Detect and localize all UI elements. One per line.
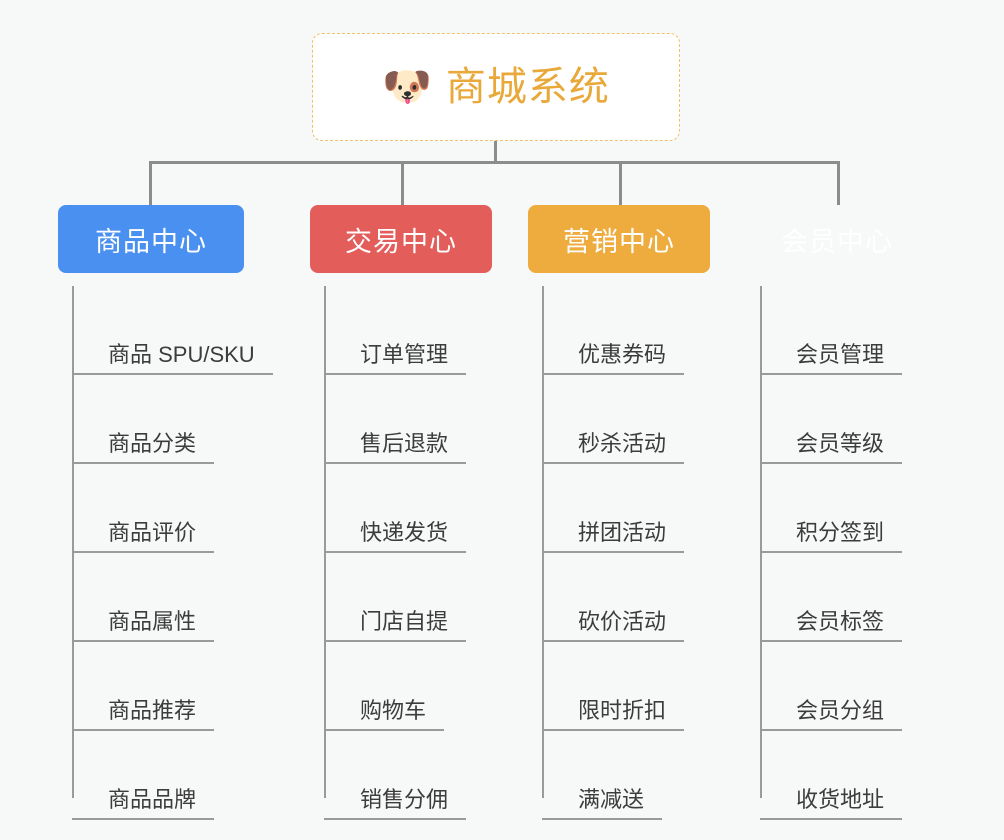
sub-item-label: 优惠券码: [542, 342, 685, 375]
connector-drop-3: [619, 161, 622, 205]
list-item[interactable]: 商品属性: [72, 553, 244, 642]
branch-header-3[interactable]: 营销中心: [528, 205, 710, 273]
connector-drop-1: [149, 161, 152, 205]
list-item[interactable]: 订单管理: [324, 286, 492, 375]
list-item[interactable]: 优惠券码: [542, 286, 710, 375]
list-item[interactable]: 砍价活动: [542, 553, 710, 642]
sub-item-label: 销售分佣: [324, 787, 467, 820]
sub-item-label: 商品分类: [72, 431, 215, 464]
list-item[interactable]: 限时折扣: [542, 642, 710, 731]
branch-member-center: 会员中心 会员管理 会员等级 积分签到 会员标签 会员分组 收货地址: [746, 205, 928, 820]
sub-item-label: 积分签到: [760, 520, 903, 553]
list-item[interactable]: 会员管理: [760, 286, 928, 375]
branch-trade-center: 交易中心 订单管理 售后退款 快递发货 门店自提 购物车 销售分佣: [310, 205, 492, 820]
sub-list-4: 会员管理 会员等级 积分签到 会员标签 会员分组 收货地址: [760, 286, 928, 820]
connector-drop-4: [837, 161, 840, 205]
sub-list-1: 商品 SPU/SKU 商品分类 商品评价 商品属性 商品推荐 商品品牌: [72, 286, 273, 820]
sub-item-label: 满减送: [542, 787, 663, 820]
sub-list-spine: [542, 286, 544, 798]
sub-item-label: 商品推荐: [72, 698, 215, 731]
sub-item-label: 会员标签: [760, 609, 903, 642]
list-item[interactable]: 商品分类: [72, 375, 244, 464]
connector-drop-2: [401, 161, 404, 205]
sub-item-label: 售后退款: [324, 431, 467, 464]
list-item[interactable]: 秒杀活动: [542, 375, 710, 464]
list-item[interactable]: 商品品牌: [72, 731, 244, 820]
branch-header-4[interactable]: 会员中心: [781, 226, 893, 257]
list-item[interactable]: 满减送: [542, 731, 710, 820]
branch-header-2[interactable]: 交易中心: [310, 205, 492, 273]
sub-list-spine: [324, 286, 326, 798]
list-item[interactable]: 积分签到: [760, 464, 928, 553]
list-item[interactable]: 门店自提: [324, 553, 492, 642]
sub-list-2: 订单管理 售后退款 快递发货 门店自提 购物车 销售分佣: [324, 286, 492, 820]
list-item[interactable]: 快递发货: [324, 464, 492, 553]
list-item[interactable]: 拼团活动: [542, 464, 710, 553]
sub-item-label: 拼团活动: [542, 520, 685, 553]
list-item[interactable]: 商品 SPU/SKU: [72, 286, 273, 375]
sub-item-label: 砍价活动: [542, 609, 685, 642]
sub-item-label: 收货地址: [760, 787, 903, 820]
branch-header-1[interactable]: 商品中心: [58, 205, 244, 273]
sub-item-label: 限时折扣: [542, 698, 685, 731]
sub-item-label: 商品属性: [72, 609, 215, 642]
shiba-dog-face-icon: 🐶: [382, 65, 432, 109]
list-item[interactable]: 售后退款: [324, 375, 492, 464]
sub-list-spine: [72, 286, 74, 798]
list-item[interactable]: 会员标签: [760, 553, 928, 642]
list-item[interactable]: 会员分组: [760, 642, 928, 731]
sub-item-label: 门店自提: [324, 609, 467, 642]
sub-item-label: 商品品牌: [72, 787, 215, 820]
sub-item-label: 商品 SPU/SKU: [72, 342, 273, 375]
branch-product-center: 商品中心 商品 SPU/SKU 商品分类 商品评价 商品属性 商品推荐 商品品牌: [58, 205, 273, 820]
sub-item-label: 秒杀活动: [542, 431, 685, 464]
list-item[interactable]: 商品推荐: [72, 642, 244, 731]
list-item[interactable]: 购物车: [324, 642, 492, 731]
sub-item-label: 商品评价: [72, 520, 215, 553]
list-item[interactable]: 收货地址: [760, 731, 928, 820]
sub-item-label: 会员管理: [760, 342, 903, 375]
list-item[interactable]: 商品评价: [72, 464, 244, 553]
branch-marketing-center: 营销中心 优惠券码 秒杀活动 拼团活动 砍价活动 限时折扣 满减送: [528, 205, 710, 820]
sub-item-label: 购物车: [324, 698, 445, 731]
list-item[interactable]: 会员等级: [760, 375, 928, 464]
sub-item-label: 会员分组: [760, 698, 903, 731]
connector-stem: [494, 141, 497, 163]
sub-item-label: 会员等级: [760, 431, 903, 464]
list-item[interactable]: 销售分佣: [324, 731, 492, 820]
sub-list-3: 优惠券码 秒杀活动 拼团活动 砍价活动 限时折扣 满减送: [542, 286, 710, 820]
root-title: 商城系统: [445, 65, 610, 109]
connector-bus: [149, 161, 840, 164]
sub-item-label: 快递发货: [324, 520, 467, 553]
sub-item-label: 订单管理: [324, 342, 467, 375]
root-node[interactable]: 🐶 商城系统: [312, 33, 680, 141]
sub-list-spine: [760, 286, 762, 798]
